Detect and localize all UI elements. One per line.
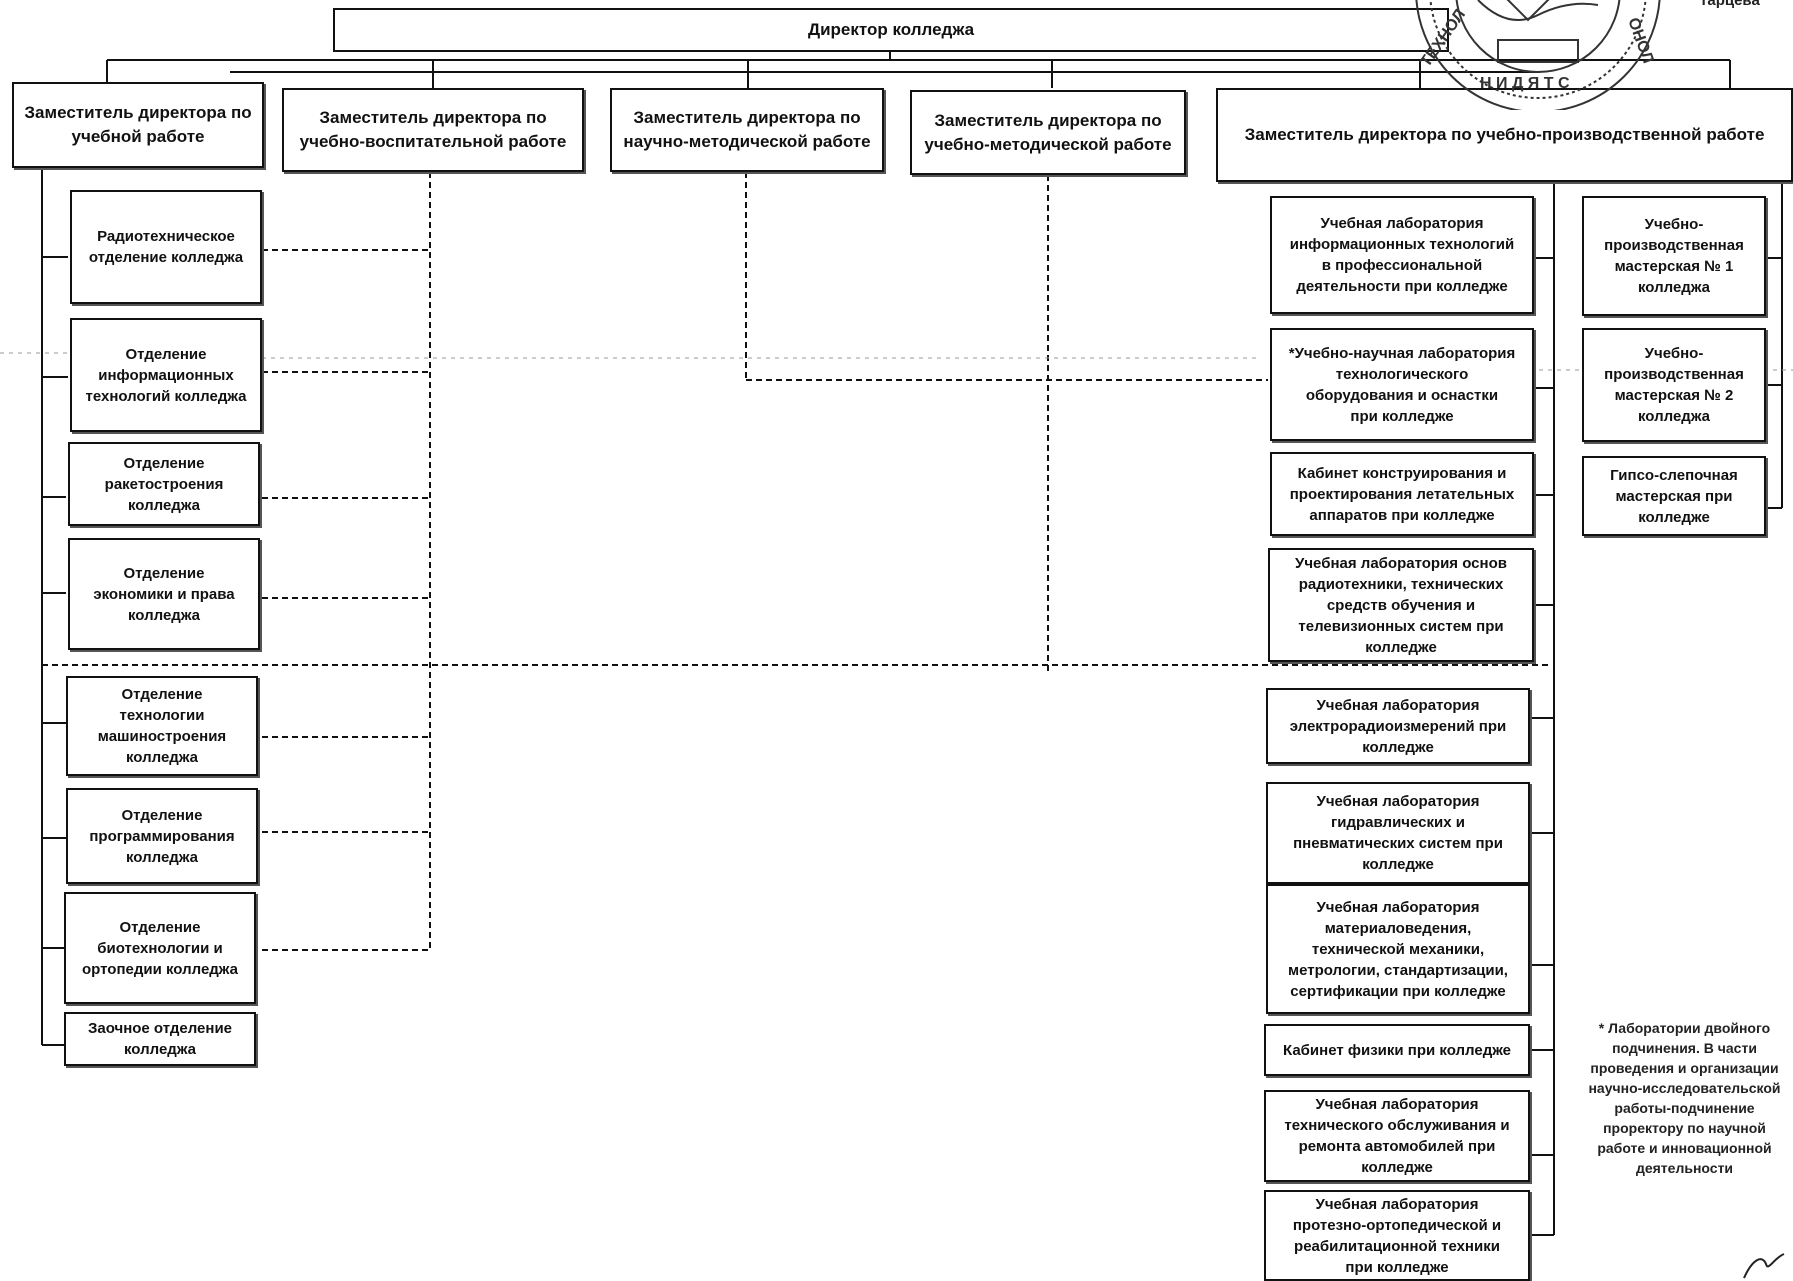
svg-text:ОНОЛ: ОНОЛ: [1624, 16, 1656, 66]
workshop-box: Учебно- производственная мастерская № 2 …: [1582, 328, 1766, 442]
department-box: Отделение информационных технологий колл…: [70, 318, 262, 432]
svg-text:Н И Д Я Т С: Н И Д Я Т С: [1480, 75, 1570, 92]
lab-box: Учебная лаборатория информационных техно…: [1270, 196, 1534, 314]
deputy-educational-methodical-box: Заместитель директора по учебно-методиче…: [910, 90, 1186, 175]
department-box: Отделение технологии машиностроения колл…: [66, 676, 258, 776]
lab-box: Учебная лаборатория технического обслужи…: [1264, 1090, 1530, 1182]
signature: [1743, 1253, 1785, 1279]
lab-box: Кабинет конструирования и проектирования…: [1270, 452, 1534, 536]
lab-box: Учебная лаборатория электрорадиоизмерени…: [1266, 688, 1530, 764]
department-box: Радиотехническое отделение колледжа: [70, 190, 262, 304]
lab-box: Учебная лаборатория гидравлических и пне…: [1266, 782, 1530, 884]
seal-stamp: Н И Д Я Т С ТЕХНОЛ ОНОЛ: [1415, 0, 1661, 110]
workshop-box: Учебно- производственная мастерская № 1 …: [1582, 196, 1766, 316]
department-box: Отделение экономики и права колледжа: [68, 538, 260, 650]
lab-box: Учебная лаборатория протезно-ортопедичес…: [1264, 1190, 1530, 1281]
director-box: Директор колледжа: [333, 8, 1449, 52]
deputy-scientific-methodical-box: Заместитель директора по научно-методиче…: [610, 88, 884, 172]
lab-box: Кабинет физики при колледже: [1264, 1024, 1530, 1076]
department-box: Заочное отделение колледжа: [64, 1012, 256, 1066]
lab-box: Учебная лаборатория материаловедения, те…: [1266, 884, 1530, 1014]
department-box: Отделение ракетостроения колледжа: [68, 442, 260, 526]
lab-box: Учебная лаборатория основ радиотехники, …: [1268, 548, 1534, 662]
deputy-educational-box: Заместитель директора по учебно-воспитат…: [282, 88, 584, 172]
lab-box: *Учебно-научная лаборатория технологичес…: [1270, 328, 1534, 441]
corner-text: тарцева: [1700, 0, 1760, 9]
footnote: * Лаборатории двойного подчинения. В час…: [1588, 1020, 1781, 1176]
deputy-production-box: Заместитель директора по учебно-производ…: [1216, 88, 1793, 182]
department-box: Отделение биотехнологии и ортопедии колл…: [64, 892, 256, 1004]
department-box: Отделение программирования колледжа: [66, 788, 258, 884]
deputy-academic-box: Заместитель директора по учебной работе: [12, 82, 264, 168]
workshop-box: Гипсо-слепочная мастерская при колледже: [1582, 456, 1766, 536]
